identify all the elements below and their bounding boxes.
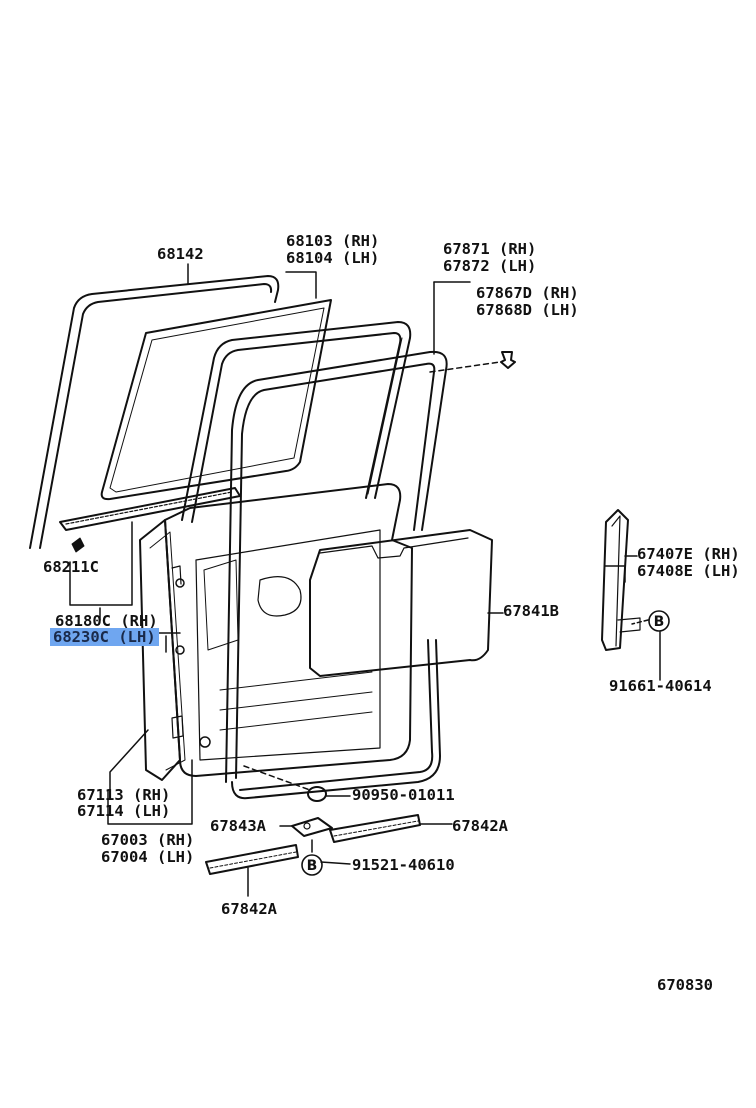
part-label-67867D[interactable]: 67867D (RH) xyxy=(476,284,579,302)
scuff-plate-bottom-drawing xyxy=(205,844,299,875)
part-label-68211C[interactable]: 68211C xyxy=(43,558,99,576)
part-label-90950[interactable]: 90950-01011 xyxy=(352,786,455,804)
part-label-68142[interactable]: 68142 xyxy=(157,245,204,263)
clip-drawing xyxy=(500,351,516,369)
part-label-67842A-right[interactable]: 67842A xyxy=(452,817,508,835)
part-label-68230C-highlighted[interactable]: 68230C (LH) xyxy=(50,628,159,646)
part-label-67841B[interactable]: 67841B xyxy=(503,602,559,620)
part-label-91521[interactable]: 91521-40610 xyxy=(352,856,455,874)
part-label-67872[interactable]: 67872 (LH) xyxy=(443,257,537,275)
glass-run-channel-drawing xyxy=(29,275,280,549)
hole-plug-drawing xyxy=(307,786,327,802)
part-label-67407E[interactable]: 67407E (RH) xyxy=(637,545,740,563)
marker-b-top xyxy=(648,610,670,632)
marker-b-top-label: B xyxy=(654,614,665,630)
door-weatherstrip-drawing xyxy=(181,321,412,523)
part-label-67408E[interactable]: 67408E (LH) xyxy=(637,562,740,580)
door-panel-drawing xyxy=(139,483,413,781)
part-label-68104[interactable]: 68104 (LH) xyxy=(286,249,380,267)
scuff-plate-right-drawing xyxy=(329,814,421,843)
marker-b-bottom xyxy=(301,854,323,876)
part-label-67871[interactable]: 67871 (RH) xyxy=(443,240,537,258)
diagram-id: 670830 xyxy=(657,976,713,994)
door-glass-drawing xyxy=(100,299,332,501)
part-label-67843A[interactable]: 67843A xyxy=(210,817,266,835)
part-label-67842A-bottom[interactable]: 67842A xyxy=(221,900,277,918)
belt-molding-drawing xyxy=(59,487,241,553)
marker-b-bottom-label: B xyxy=(307,858,318,874)
leader-lines xyxy=(69,263,661,897)
outer-weatherstrip-drawing xyxy=(225,350,448,800)
door-side-molding-drawing xyxy=(601,509,641,651)
bracket-drawing xyxy=(291,817,333,837)
part-label-91661[interactable]: 91661-40614 xyxy=(609,677,712,695)
part-label-67004[interactable]: 67004 (LH) xyxy=(101,848,195,866)
part-label-67003[interactable]: 67003 (RH) xyxy=(101,831,195,849)
service-hole-cover-drawing xyxy=(309,529,493,677)
part-label-67868D[interactable]: 67868D (LH) xyxy=(476,301,579,319)
part-label-68103[interactable]: 68103 (RH) xyxy=(286,232,380,250)
part-label-67113[interactable]: 67113 (RH) xyxy=(77,786,171,804)
part-label-67114[interactable]: 67114 (LH) xyxy=(77,802,171,820)
part-label-68180C[interactable]: 68180C (RH) xyxy=(55,612,158,630)
